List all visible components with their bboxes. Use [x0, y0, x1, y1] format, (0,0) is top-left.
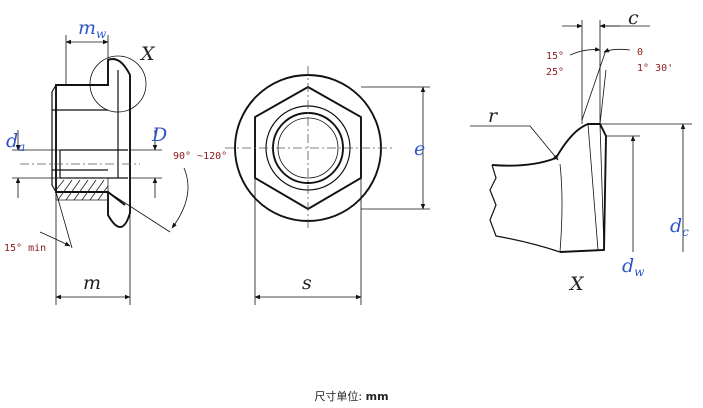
min15-angle-label: 15° min	[4, 243, 46, 254]
dw-label: dw	[622, 255, 645, 279]
e-label: e	[414, 138, 425, 160]
x-detail-label-top: X	[139, 43, 156, 65]
side-section-view	[12, 35, 189, 305]
dc-label: dc	[670, 215, 689, 239]
upper-25-label: 25°	[546, 67, 564, 78]
mw-label: mw	[78, 17, 107, 41]
d-bearing-label: D	[151, 124, 167, 146]
top-view	[225, 66, 430, 305]
one-thirty-label: 1° 30'	[637, 63, 673, 74]
c-label: c	[628, 7, 639, 29]
caption-unit: mm	[365, 390, 389, 403]
caption-prefix: 尺寸单位:	[314, 390, 366, 403]
x-detail-label-bottom: X	[568, 273, 585, 295]
dimension-unit-caption: 尺寸单位: mm	[0, 388, 703, 404]
m-label: m	[83, 272, 101, 294]
s-label: s	[302, 272, 312, 294]
detail-x-view	[470, 20, 692, 253]
zero-label: 0	[637, 47, 643, 58]
detail-x-circle	[89, 55, 147, 113]
flank-angle-label: 90° ~120°	[173, 151, 227, 162]
da-label: da	[6, 130, 25, 154]
upper-15-label: 15°	[546, 51, 564, 62]
r-label: r	[488, 105, 499, 127]
